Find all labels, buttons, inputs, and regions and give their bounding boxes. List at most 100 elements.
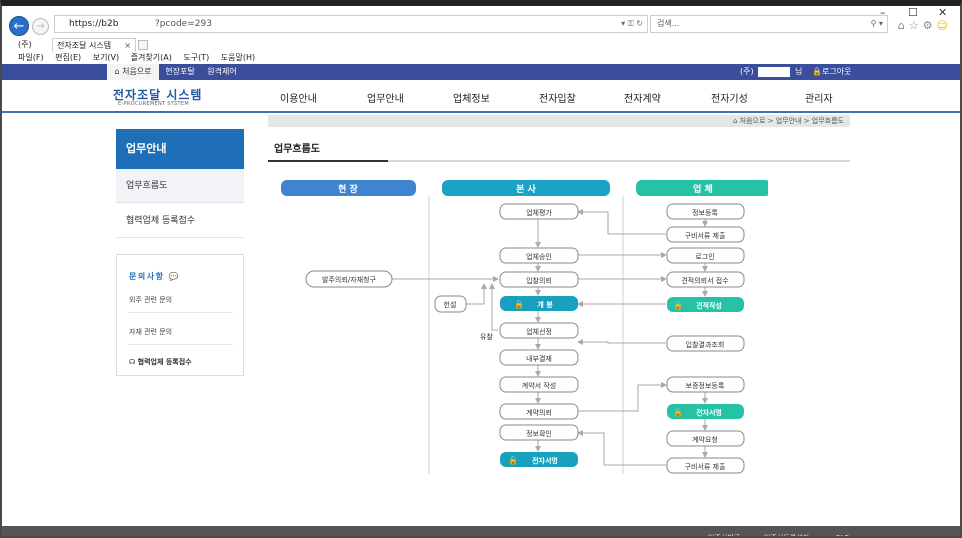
new-tab-button[interactable] bbox=[138, 40, 148, 50]
gnb-usage-guide[interactable]: 이용안내 bbox=[280, 94, 317, 105]
inquiry-materials[interactable]: 자재 관련 문의 bbox=[129, 319, 233, 345]
tab-active[interactable]: 전자조달 시스템 × bbox=[52, 38, 136, 52]
close-icon[interactable]: ✕ bbox=[938, 6, 948, 19]
tab-prefix: (주) bbox=[18, 40, 32, 49]
site-top-bar: ⌂ 처음으로 현장포탈 원격제어 (주) 님 🔒로그아웃 bbox=[2, 64, 960, 80]
user-name-redacted bbox=[758, 67, 790, 77]
node-hq-fail-label: 유찰 bbox=[480, 332, 493, 341]
search-input[interactable]: 검색... ⚲ ▾ bbox=[650, 15, 888, 33]
maximize-icon[interactable]: ☐ bbox=[908, 6, 918, 19]
site-header: 전자조달 시스템 E-PROCUREMENT SYSTEM 이용안내 업무안내 … bbox=[2, 80, 960, 113]
lnb-item-workflow[interactable]: 업무흐름도 bbox=[116, 169, 244, 203]
lock-icon: 🔒 bbox=[514, 300, 524, 309]
menu-edit[interactable]: 편집(E) bbox=[55, 53, 82, 62]
menu-bar: 파일(F) 편집(E) 보기(V) 즐겨찾기(A) 도구(T) 도움말(H) bbox=[2, 52, 960, 64]
node-vendor-register-label: 정보등록 bbox=[692, 208, 718, 217]
home-label: 처음으로 bbox=[122, 67, 152, 76]
field-portal-button[interactable]: 현장포탈 bbox=[165, 67, 195, 76]
inquiry-title-text: 문의사항 bbox=[129, 272, 165, 281]
node-hq-draft-label: 계약서 작성 bbox=[522, 381, 556, 390]
search-icon[interactable]: ⚲ ▾ bbox=[870, 19, 883, 28]
forward-button[interactable]: → bbox=[32, 18, 49, 35]
gnb-e-contract[interactable]: 전자계약 bbox=[624, 94, 661, 105]
node-vendor-esign bbox=[667, 404, 744, 419]
node-hq-open bbox=[500, 296, 578, 311]
inquiry-outsourcing[interactable]: 외주 관련 문의 bbox=[129, 287, 233, 313]
speech-bubble-icon: 💬 bbox=[168, 272, 181, 281]
menu-view[interactable]: 보기(V) bbox=[92, 53, 120, 62]
site-logo[interactable]: 전자조달 시스템 bbox=[113, 88, 203, 102]
node-vendor-register bbox=[666, 203, 745, 220]
logout-button[interactable]: 🔒로그아웃 bbox=[812, 67, 852, 76]
breadcrumb: ⌂ 처음으로 > 업무안내 > 업무흐름도 bbox=[732, 117, 844, 125]
menu-help[interactable]: 도움말(H) bbox=[220, 53, 256, 62]
tab-row: (주) 전자조달 시스템 × bbox=[2, 38, 960, 52]
node-hq-esign bbox=[500, 452, 578, 467]
lock-icon: 🔒 bbox=[673, 408, 683, 417]
remote-control-button[interactable]: 원격제어 bbox=[207, 67, 237, 76]
node-hq-internal bbox=[499, 349, 579, 366]
workflow-diagram: 현 장 본 사 업 체 bbox=[281, 180, 768, 474]
url-tail-text: ?pcode=293 bbox=[155, 19, 212, 29]
node-hq-eval-label: 업체평가 bbox=[526, 208, 552, 217]
site-logo-subtitle: E-PROCUREMENT SYSTEM bbox=[118, 101, 189, 107]
vendor-register-text: 협력업체 등록접수 bbox=[137, 358, 192, 366]
node-hq-select-label: 업체선정 bbox=[526, 327, 552, 336]
user-prefix: (주) bbox=[740, 67, 754, 76]
lock-icon[interactable]: ▾ ⚿ ↻ bbox=[621, 19, 643, 28]
header-site-bg bbox=[281, 180, 416, 196]
lock-icon: 🔒 bbox=[508, 456, 518, 465]
node-hq-bid-request bbox=[499, 271, 579, 288]
minimize-icon[interactable]: – bbox=[880, 6, 886, 19]
home-button[interactable]: ⌂ 처음으로 bbox=[107, 64, 159, 80]
back-button[interactable]: ← bbox=[9, 16, 29, 36]
node-hq-open-label: 개 봉 bbox=[537, 300, 553, 309]
node-vendor-quote-receive bbox=[666, 271, 745, 288]
tab-close-icon[interactable]: × bbox=[124, 41, 131, 50]
breadcrumb-text: 처음으로 > 업무안내 > 업무흐름도 bbox=[739, 117, 844, 125]
lnb-item-vendor-registration[interactable]: 협력업체 등록접수 bbox=[116, 204, 244, 238]
menu-tools[interactable]: 도구(T) bbox=[183, 53, 210, 62]
gnb-admin[interactable]: 관리자 bbox=[805, 94, 833, 105]
node-hq-contract-request bbox=[499, 403, 579, 420]
gnb-e-bidding[interactable]: 전자입찰 bbox=[539, 94, 576, 105]
node-vendor-docs-label: 구비서류 제출 bbox=[685, 231, 726, 240]
node-hq-approve-label: 업체승인 bbox=[526, 252, 552, 261]
lock-icon: 🔒 bbox=[673, 301, 683, 310]
url-text: https://b2b bbox=[69, 19, 119, 29]
node-vendor-quote-make-label: 견적작성 bbox=[696, 301, 722, 310]
node-vendor-contract-request bbox=[666, 430, 745, 447]
node-hq-negotiate bbox=[434, 295, 467, 313]
url-field[interactable]: https://b2b ?pcode=293 ▾ ⚿ ↻ bbox=[54, 15, 648, 33]
node-vendor-guarantee bbox=[666, 376, 745, 393]
gnb-business-guide[interactable]: 업무안내 bbox=[367, 94, 404, 105]
menu-favorites[interactable]: 즐겨찾기(A) bbox=[130, 53, 172, 62]
connectors bbox=[392, 209, 708, 466]
vendor-register-link[interactable]: ☊ 협력업체 등록접수 bbox=[129, 349, 233, 375]
search-placeholder: 검색... bbox=[657, 19, 680, 28]
footer-cert-install[interactable]: 인증서등록설치 bbox=[764, 534, 810, 538]
tab-title: 전자조달 시스템 bbox=[57, 41, 112, 50]
node-vendor-bid-result-label: 입찰결과조회 bbox=[686, 340, 725, 349]
node-hq-eval bbox=[499, 203, 579, 220]
node-vendor-docs2 bbox=[666, 457, 745, 474]
site-footer: 인증서발급 인증서등록설치 FAQ bbox=[2, 526, 960, 538]
page-title: 업무흐름도 bbox=[274, 144, 320, 155]
header-hq: 본 사 bbox=[516, 183, 536, 195]
footer-faq[interactable]: FAQ bbox=[836, 534, 850, 538]
node-vendor-login bbox=[666, 247, 745, 264]
gnb-e-progress[interactable]: 전자기성 bbox=[711, 94, 748, 105]
gnb-vendor-info[interactable]: 업체정보 bbox=[453, 94, 490, 105]
lnb-title: 업무안내 bbox=[116, 129, 244, 169]
headset-icon: ☊ bbox=[129, 358, 136, 366]
header-hq-bg bbox=[442, 180, 610, 196]
title-rule-accent bbox=[268, 160, 388, 162]
footer-cert-issue[interactable]: 인증서발급 bbox=[708, 534, 741, 538]
node-vendor-quote-make bbox=[667, 297, 744, 312]
node-vendor-contract-request-label: 계약요청 bbox=[692, 435, 718, 444]
menu-file[interactable]: 파일(F) bbox=[18, 53, 44, 62]
toolbar-icons[interactable]: ⌂☆⚙☺ bbox=[897, 19, 952, 32]
node-hq-draft bbox=[499, 376, 579, 393]
node-vendor-esign-label: 전자서명 bbox=[696, 408, 722, 417]
